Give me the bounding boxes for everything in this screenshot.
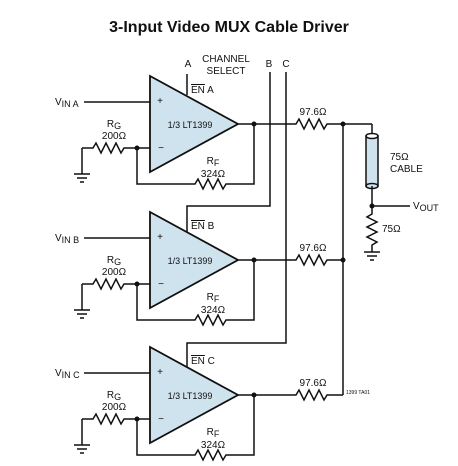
- rf-c: [136, 395, 255, 462]
- amplifier-a: [149, 74, 240, 174]
- rg-a-value: 200Ω: [102, 131, 127, 142]
- amp-a-part: 1/3 LT1399: [168, 120, 213, 130]
- stage-a: + − 1/3 LT1399 EN A VIN A RG 200Ω RF 324…: [55, 74, 372, 191]
- amp-a-minus: −: [158, 143, 164, 154]
- rf-c-value: 324Ω: [201, 440, 226, 451]
- stage-b: + − 1/3 LT1399 EN B VIN B RG 200Ω RF 324…: [55, 210, 343, 327]
- rf-b: [136, 260, 255, 327]
- cable-label: CABLE: [390, 164, 423, 175]
- node-b-out: [251, 257, 257, 263]
- diagram-title: 3-Input Video MUX Cable Driver: [109, 19, 349, 36]
- rf-a: [136, 124, 255, 191]
- input-c-label: VIN C: [55, 368, 80, 380]
- rout-b: [238, 253, 343, 267]
- amp-a-plus: +: [157, 96, 163, 107]
- amplifier-c: [149, 345, 240, 445]
- select-line-c: [186, 72, 287, 367]
- input-b-label: VIN B: [55, 233, 79, 245]
- channel-select-line1: CHANNEL: [202, 54, 250, 65]
- ground-c: [74, 444, 90, 454]
- input-a-label: VIN A: [55, 97, 79, 109]
- select-line-c-label: C: [282, 59, 289, 70]
- enable-c-label: EN C: [191, 356, 215, 367]
- enable-b-label: EN B: [191, 221, 215, 232]
- amp-b-part: 1/3 LT1399: [168, 256, 213, 266]
- rg-c-value: 200Ω: [102, 402, 127, 413]
- rg-b-name: RG: [107, 255, 121, 267]
- rg-a: [82, 141, 150, 155]
- rf-c-name: RF: [207, 427, 220, 439]
- rg-c-name: RG: [107, 390, 121, 402]
- stage-c: + − 1/3 LT1399 EN C VIN C RG 200Ω RF 324…: [55, 345, 343, 462]
- rg-a-name: RG: [107, 119, 121, 131]
- rf-b-value: 324Ω: [201, 305, 226, 316]
- ground-a: [74, 173, 90, 183]
- rout-c: [238, 388, 343, 402]
- load-resistor: [365, 206, 379, 252]
- amp-c-minus: −: [158, 414, 164, 425]
- rf-a-name: RF: [207, 156, 220, 168]
- load-ground: [364, 251, 380, 261]
- select-line-b: [186, 72, 271, 232]
- rout-a-value: 97.6Ω: [300, 107, 327, 118]
- node-bus-b: [340, 257, 346, 263]
- amp-c-part: 1/3 LT1399: [168, 391, 213, 401]
- select-line-a-label: A: [185, 59, 192, 70]
- node-a-out: [251, 121, 257, 127]
- figure-code: 1399 TA01: [346, 390, 370, 396]
- rout-c-value: 97.6Ω: [300, 378, 327, 389]
- node-bus-a: [340, 121, 346, 127]
- node-c-minus: [134, 416, 140, 422]
- rf-a-value: 324Ω: [201, 169, 226, 180]
- node-b-minus: [134, 281, 140, 287]
- amp-c-plus: +: [157, 367, 163, 378]
- load-value: 75Ω: [382, 224, 401, 235]
- rout-a: [238, 117, 372, 131]
- node-a-minus: [134, 145, 140, 151]
- rout-b-value: 97.6Ω: [300, 243, 327, 254]
- rg-b-value: 200Ω: [102, 267, 127, 278]
- coax-cable: [365, 124, 379, 206]
- amp-b-plus: +: [157, 232, 163, 243]
- node-c-out: [251, 392, 257, 398]
- rg-b: [82, 277, 150, 291]
- enable-a-label: EN A: [191, 85, 214, 96]
- amplifier-b: [149, 210, 240, 310]
- select-line-b-label: B: [266, 59, 273, 70]
- rg-c: [82, 412, 150, 426]
- vout-label: VOUT: [413, 201, 439, 213]
- rf-b-name: RF: [207, 292, 220, 304]
- ground-b: [74, 309, 90, 319]
- cable-impedance: 75Ω: [390, 152, 409, 163]
- amp-b-minus: −: [158, 279, 164, 290]
- channel-select-line2: SELECT: [207, 66, 246, 77]
